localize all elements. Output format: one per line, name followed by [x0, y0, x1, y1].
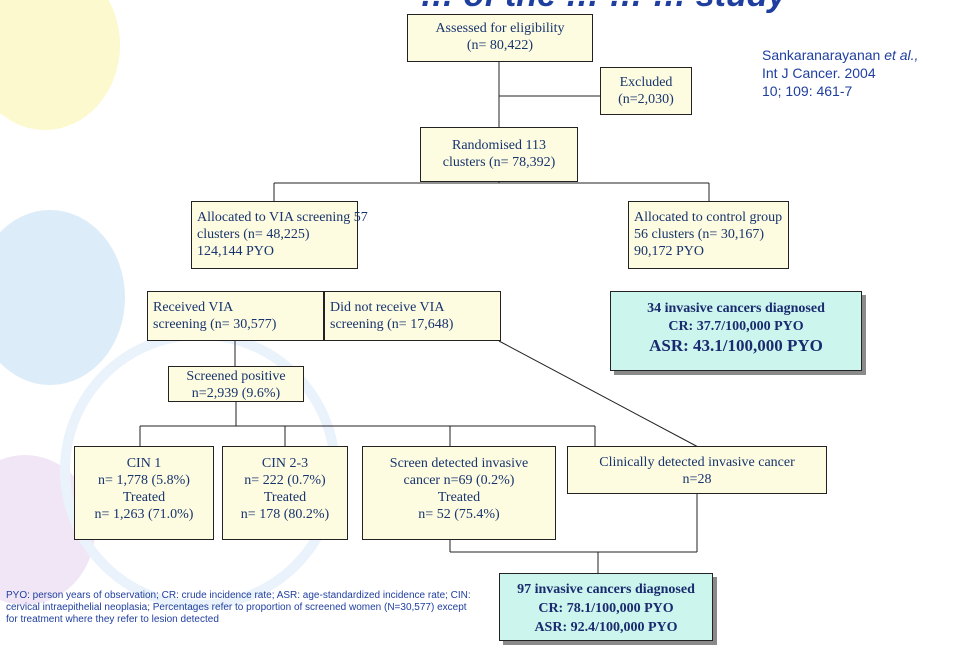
citation-journal: Int J Cancer. 2004: [762, 65, 876, 81]
randomised-count: clusters (n= 78,392): [442, 155, 556, 170]
box-via-allocation: Allocated to VIA screening 57 clusters (…: [191, 201, 368, 269]
cin23-treated-count: n= 178 (80.2%): [240, 507, 330, 522]
randomised-label: Randomised 113: [452, 138, 546, 153]
via-alloc-pyo: 124,144 PYO: [197, 244, 275, 259]
assessed-count: (n= 80,422): [466, 38, 534, 53]
cin1-count: n= 1,778 (5.8%): [98, 473, 190, 488]
box-randomised: Randomised 113 clusters (n= 78,392): [420, 127, 578, 182]
screen-inv-label: Screen detected invasive: [389, 456, 529, 471]
via-alloc-count: clusters (n= 48,225): [197, 227, 310, 242]
box-not-received-via: Did not receive VIA screening (n= 17,648…: [324, 291, 501, 341]
screen-inv-count: cancer n=69 (0.2%): [403, 473, 515, 488]
box-control-allocation: Allocated to control group 56 clusters (…: [628, 201, 789, 269]
box-clinically-detected-invasive: Clinically detected invasive cancer n=28: [567, 446, 827, 494]
control-count: 56 clusters (n= 30,167): [634, 227, 764, 242]
box-screened-positive: Screened positive n=2,939 (9.6%): [168, 366, 304, 402]
control-cancers-cr: CR: 37.7/100,000 PYO: [668, 319, 804, 334]
box-cin2-3: CIN 2-3 n= 222 (0.7%) Treated n= 178 (80…: [222, 446, 348, 540]
screened-pos-label: Screened positive: [186, 369, 286, 384]
received-label: Received VIA: [153, 300, 234, 315]
box-excluded: Excluded (n=2,030): [600, 67, 692, 115]
via-cancers-count: 97 invasive cancers diagnosed: [517, 582, 695, 597]
cin1-treated-label: Treated: [122, 490, 166, 505]
citation-author: Sankaranarayanan: [762, 47, 881, 63]
excluded-count: (n=2,030): [618, 92, 674, 107]
slide-title: … of the … … … study: [0, 0, 975, 16]
footnote: PYO: person years of observation; CR: cr…: [6, 590, 471, 625]
excluded-label: Excluded: [619, 75, 673, 90]
via-cancers-cr: CR: 78.1/100,000 PYO: [538, 601, 674, 616]
citation: Sankaranarayanan et al., Int J Cancer. 2…: [762, 46, 918, 100]
control-cancers-summary: 34 invasive cancers diagnosed CR: 37.7/1…: [610, 291, 862, 371]
not-received-count: screening (n= 17,648): [330, 317, 454, 332]
box-received-via: Received VIA screening (n= 30,577): [147, 291, 324, 341]
box-assessed-eligibility: Assessed for eligibility (n= 80,422): [407, 14, 593, 62]
control-pyo: 90,172 PYO: [634, 244, 705, 259]
control-label: Allocated to control group: [634, 210, 783, 225]
cin23-treated-label: Treated: [263, 490, 307, 505]
box-screen-detected-invasive: Screen detected invasive cancer n=69 (0.…: [362, 446, 556, 540]
via-alloc-label: Allocated to VIA screening 57: [197, 210, 368, 225]
box-cin1: CIN 1 n= 1,778 (5.8%) Treated n= 1,263 (…: [74, 446, 214, 540]
received-count: screening (n= 30,577): [153, 317, 277, 332]
clin-inv-count: n=28: [682, 472, 712, 487]
decorative-balloon-blue: [0, 210, 125, 385]
cin23-label: CIN 2-3: [261, 456, 309, 471]
control-cancers-count: 34 invasive cancers diagnosed: [647, 301, 825, 316]
via-cancers-summary: 97 invasive cancers diagnosed CR: 78.1/1…: [499, 573, 713, 641]
cin23-count: n= 222 (0.7%): [244, 473, 326, 488]
screen-inv-treated-label: Treated: [437, 490, 481, 505]
control-cancers-asr: ASR: 43.1/100,000 PYO: [649, 336, 823, 355]
not-received-label: Did not receive VIA: [330, 300, 445, 315]
clin-inv-label: Clinically detected invasive cancer: [599, 455, 795, 470]
citation-volume: 10; 109: 461-7: [762, 83, 853, 99]
screen-inv-treated-count: n= 52 (75.4%): [418, 507, 500, 522]
via-cancers-asr: ASR: 92.4/100,000 PYO: [534, 620, 678, 635]
cin1-treated-count: n= 1,263 (71.0%): [94, 507, 194, 522]
citation-et-al: et al.,: [884, 47, 919, 63]
cin1-label: CIN 1: [126, 456, 162, 471]
screened-pos-count: n=2,939 (9.6%): [191, 386, 281, 401]
assessed-label: Assessed for eligibility: [435, 21, 565, 36]
